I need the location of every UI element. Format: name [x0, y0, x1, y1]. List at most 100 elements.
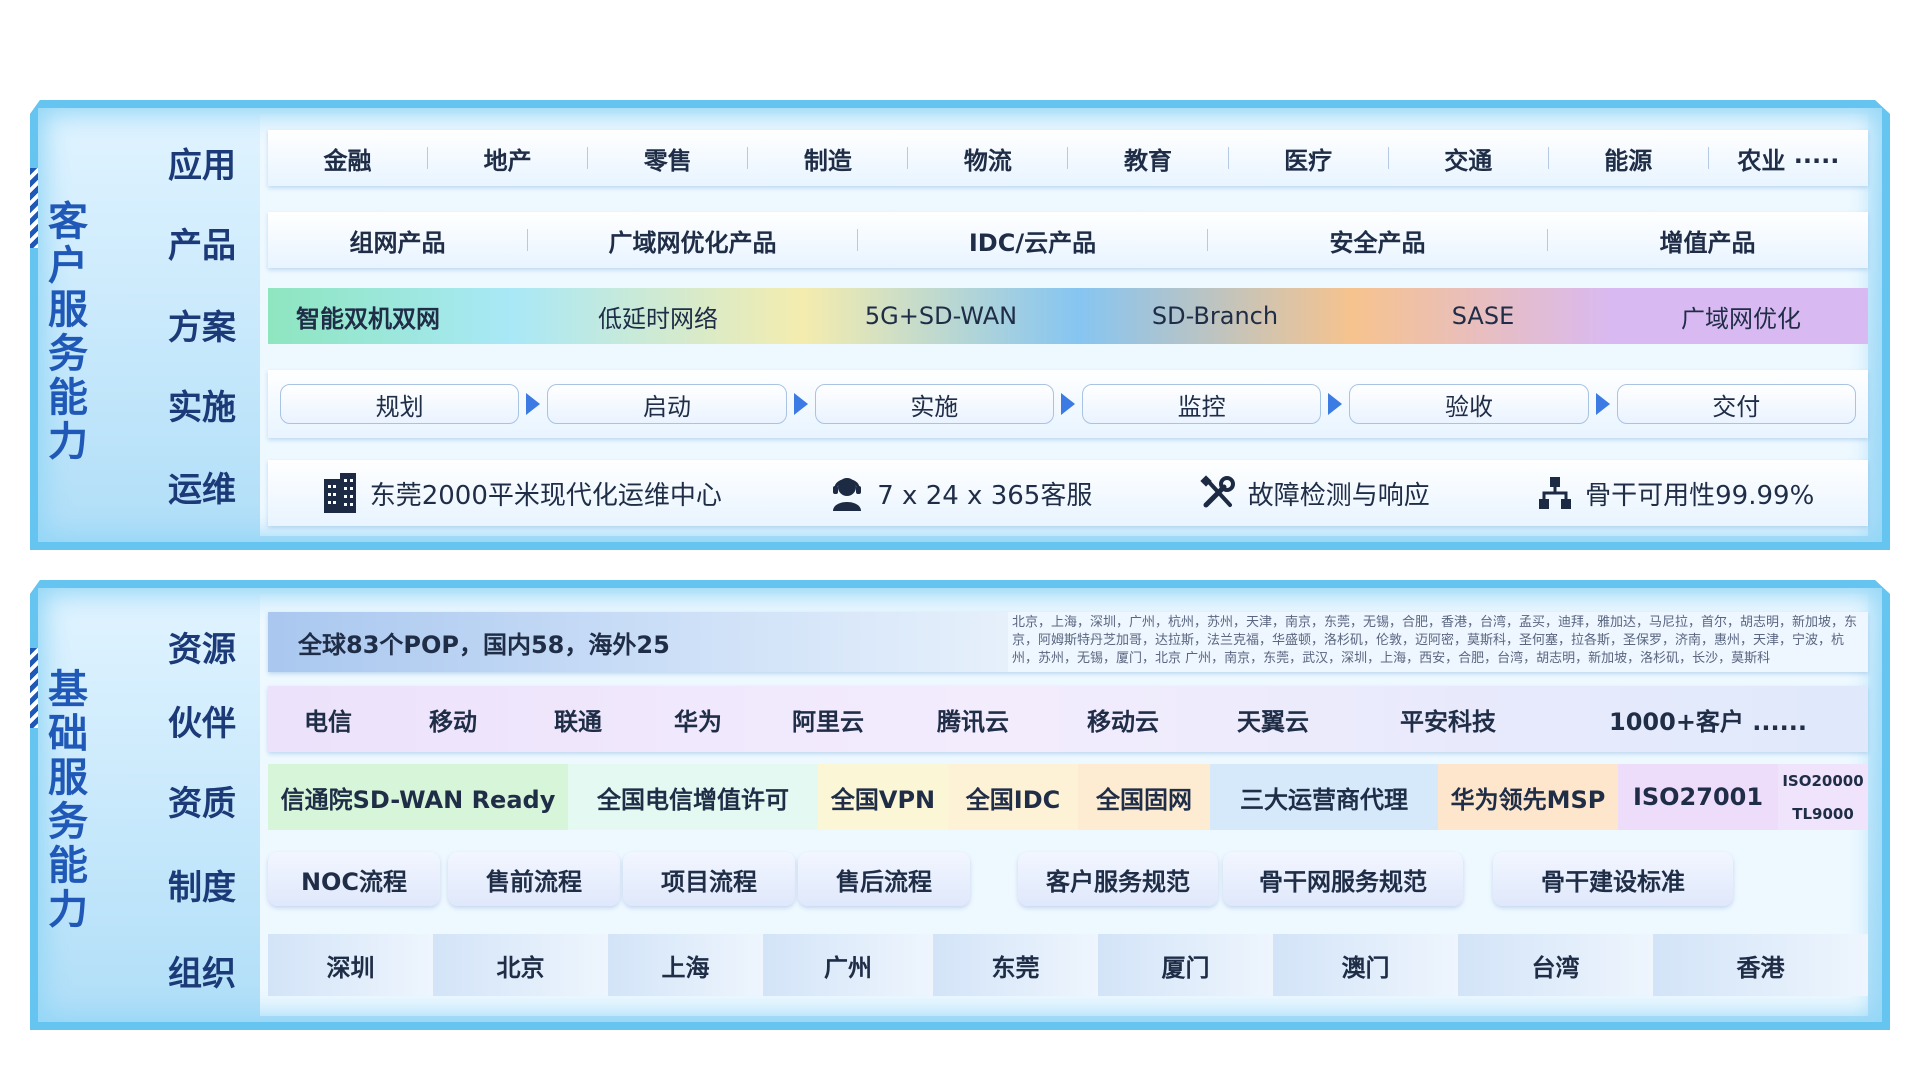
application-item[interactable]: 教育: [1124, 146, 1173, 175]
solution-item[interactable]: 广域网优化: [1614, 288, 1868, 344]
operation-bar: 东莞2000平米现代化运维中心 7 x 24 x 365客服 故障检测与响应 骨干可用…: [268, 460, 1868, 526]
application-item[interactable]: 金融: [323, 146, 372, 175]
implementation-step[interactable]: 实施: [814, 384, 1054, 424]
partner-item[interactable]: 腾讯云: [937, 707, 1009, 736]
customer-panel-title: 客户服务能力: [48, 199, 88, 465]
implementation-step[interactable]: 监控: [1081, 384, 1322, 424]
step-arrow-icon: [526, 393, 541, 415]
organization-item[interactable]: 厦门: [1098, 934, 1273, 996]
step-arrow-icon: [1595, 393, 1610, 415]
qualification-extra-item[interactable]: TL9000: [1792, 804, 1854, 823]
partner-item[interactable]: 1000+客户 ......: [1609, 707, 1807, 736]
qualification-item[interactable]: ISO27001: [1618, 764, 1778, 830]
product-item[interactable]: 安全产品: [1329, 228, 1426, 257]
organization-item[interactable]: 东莞: [933, 934, 1098, 996]
operation-item-label: 7 x 24 x 365客服: [877, 480, 1093, 511]
solution-item[interactable]: 5G+SD-WAN: [804, 288, 1078, 344]
separator: [1707, 147, 1709, 169]
product-item[interactable]: 组网产品: [349, 228, 446, 257]
system-item[interactable]: 售前流程: [448, 852, 620, 906]
pop-city-list: 北京，上海，深圳，广州，杭州，苏州，天津，南京，东莞，无锡，合肥，香港，台湾，孟…: [1012, 615, 1858, 666]
application-item[interactable]: 零售: [643, 146, 692, 175]
application-item[interactable]: 能源: [1604, 146, 1653, 175]
product-item[interactable]: 增值产品: [1659, 228, 1756, 257]
organization-item[interactable]: 澳门: [1273, 934, 1458, 996]
qualification-extra-item[interactable]: ISO20000: [1782, 771, 1864, 790]
implementation-step[interactable]: 规划: [280, 384, 520, 424]
separator: [1227, 147, 1229, 169]
wrench-tools-icon: [1200, 475, 1248, 511]
base-panel-title: 基础服务能力: [48, 667, 88, 933]
system-item[interactable]: 骨干建设标准: [1493, 852, 1733, 906]
organization-item[interactable]: 上海: [608, 934, 763, 996]
application-item[interactable]: 制造: [803, 146, 852, 175]
organization-item[interactable]: 北京: [433, 934, 608, 996]
system-item[interactable]: 客户服务规范: [1018, 852, 1218, 906]
system-item[interactable]: 售后流程: [798, 852, 970, 906]
qualification-item[interactable]: 全国IDC: [948, 764, 1078, 830]
step-arrow-icon: [793, 393, 808, 415]
partner-item[interactable]: 天翼云: [1237, 707, 1309, 736]
qualification-item[interactable]: 全国电信增值许可: [568, 764, 818, 830]
separator: [857, 229, 858, 251]
operation-item-label: 东莞2000平米现代化运维中心: [369, 480, 722, 511]
building-icon: [322, 473, 370, 513]
qualification-item[interactable]: 三大运营商代理: [1210, 764, 1438, 830]
system-item[interactable]: 骨干网服务规范: [1223, 852, 1463, 906]
qualification-item[interactable]: 信通院SD-WAN Ready: [268, 764, 568, 830]
organization-item[interactable]: 深圳: [268, 934, 433, 996]
solution-item[interactable]: SD-Branch: [1078, 288, 1352, 344]
solution-item[interactable]: 低延时网络: [512, 288, 804, 344]
application-item[interactable]: 交通: [1444, 146, 1493, 175]
product-item[interactable]: IDC/云产品: [968, 228, 1097, 257]
separator: [1067, 147, 1069, 169]
solution-item[interactable]: SASE: [1352, 288, 1614, 344]
partner-item[interactable]: 联通: [554, 707, 602, 736]
partner-item[interactable]: 平安科技: [1400, 707, 1496, 736]
implementation-step[interactable]: 验收: [1349, 384, 1589, 424]
separator: [587, 147, 589, 169]
organization-item[interactable]: 台湾: [1458, 934, 1653, 996]
side-decoration: [30, 648, 38, 728]
operation-item-label: 故障检测与响应: [1247, 480, 1430, 511]
operation-item: 骨干可用性99.99%: [1537, 475, 1814, 512]
organization-item[interactable]: 香港: [1653, 934, 1868, 996]
partner-item[interactable]: 华为: [674, 707, 722, 736]
partner-item[interactable]: 电信: [304, 707, 352, 736]
application-bar: 金融 地产 零售 制造 物流 教育 医疗 交通 能源 农业 ·····: [268, 130, 1868, 186]
partner-item[interactable]: 移动: [429, 707, 477, 736]
separator: [907, 147, 909, 169]
resources-bar: 全球83个POP，国内58，海外25 北京，上海，深圳，广州，杭州，苏州，天津，…: [268, 612, 1868, 672]
row-label-system: 制度: [168, 868, 236, 908]
application-item[interactable]: 物流: [963, 146, 1012, 175]
solution-item[interactable]: 智能双机双网: [268, 288, 512, 344]
organization-item[interactable]: 广州: [763, 934, 933, 996]
implementation-step[interactable]: 交付: [1616, 384, 1856, 424]
application-item[interactable]: 地产: [483, 146, 532, 175]
qualification-item[interactable]: 全国VPN: [818, 764, 948, 830]
separator: [427, 147, 429, 169]
separator: [747, 147, 749, 169]
step-arrow-icon: [1328, 393, 1343, 415]
product-item[interactable]: 广域网优化产品: [608, 228, 777, 257]
qualification-item[interactable]: 全国固网: [1078, 764, 1210, 830]
row-label-product: 产品: [168, 226, 236, 266]
system-item[interactable]: 项目流程: [623, 852, 795, 906]
qualification-item[interactable]: 华为领先MSP: [1438, 764, 1618, 830]
row-label-organization: 组织: [168, 954, 236, 994]
implementation-step[interactable]: 启动: [547, 384, 787, 424]
operation-item-label: 骨干可用性99.99%: [1585, 480, 1815, 511]
side-decoration: [30, 168, 38, 248]
system-item[interactable]: NOC流程: [268, 852, 440, 906]
application-item[interactable]: 医疗: [1284, 146, 1333, 175]
row-label-application: 应用: [168, 146, 236, 186]
implementation-bar: 规划启动实施监控验收交付: [268, 370, 1868, 438]
partner-item[interactable]: 阿里云: [792, 707, 864, 736]
separator: [1207, 229, 1208, 251]
partner-item[interactable]: 移动云: [1087, 707, 1159, 736]
application-item[interactable]: 农业 ·····: [1737, 146, 1840, 175]
row-label-partners: 伙伴: [168, 704, 236, 744]
step-arrow-icon: [1060, 393, 1075, 415]
